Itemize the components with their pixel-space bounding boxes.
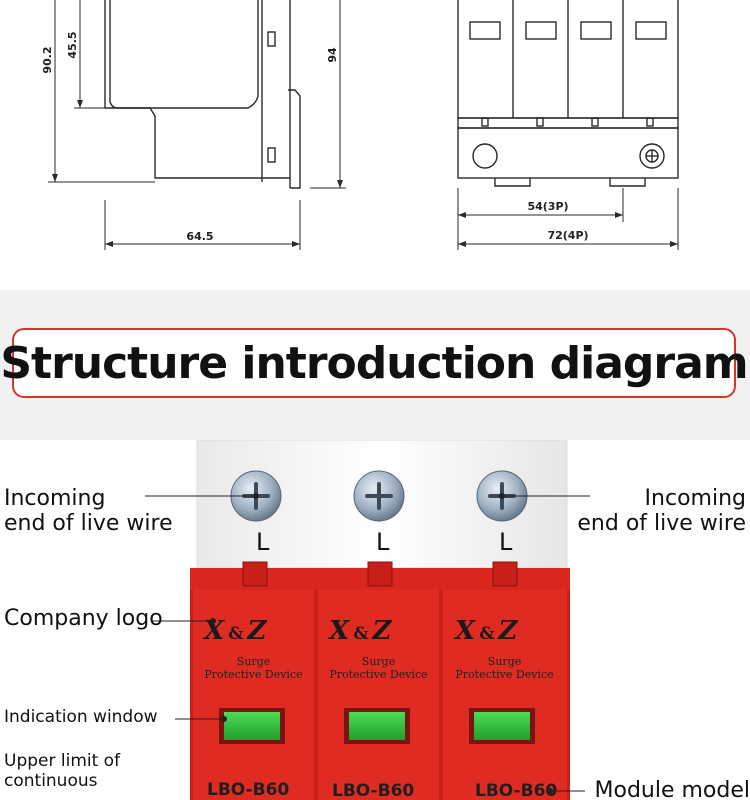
dim-45-5: 45.5 [66, 31, 79, 58]
dim-64-5: 64.5 [186, 230, 213, 243]
dim-72-4p: 72(4P) [547, 229, 588, 242]
label-incoming-live-wire-right: Incoming end of live wire [577, 486, 746, 537]
technical-drawing: 90.2 45.5 94 64.5 54(3P) 72(4P) [0, 0, 750, 290]
title-box: Structure introduction diagram [0, 328, 749, 398]
brand-logo-3: X&Z [455, 616, 519, 646]
page-title: Structure introduction diagram [0, 337, 748, 389]
indicator-windows [219, 708, 535, 744]
model-text-2: LBO-B60 [332, 781, 415, 800]
label-company-logo: Company logo [4, 606, 163, 631]
terminal-label-1: L [256, 528, 270, 556]
terminal-label-2: L [376, 528, 390, 556]
dim-90-2: 90.2 [41, 46, 54, 73]
label-upper-limit: Upper limit of continuous [4, 751, 121, 791]
dimension-drawing-svg: 90.2 45.5 94 64.5 54(3P) 72(4P) [41, 0, 679, 250]
leader-lines [145, 493, 590, 794]
brand-logo-1: X&Z [204, 616, 268, 646]
terminal-label-3: L [499, 528, 513, 556]
model-text-1: LBO-B60 [207, 780, 290, 800]
surge-protector-svg [145, 439, 590, 800]
brand-logo-2: X&Z [329, 616, 393, 646]
dim-94: 94 [326, 47, 339, 63]
label-indication-window: Indication window [4, 707, 158, 727]
label-incoming-live-wire-left: Incoming end of live wire [4, 486, 173, 537]
model-text-3: LBO-B60 [475, 781, 558, 800]
label-module-model: Module model [594, 778, 750, 800]
dim-54-3p: 54(3P) [527, 200, 568, 213]
